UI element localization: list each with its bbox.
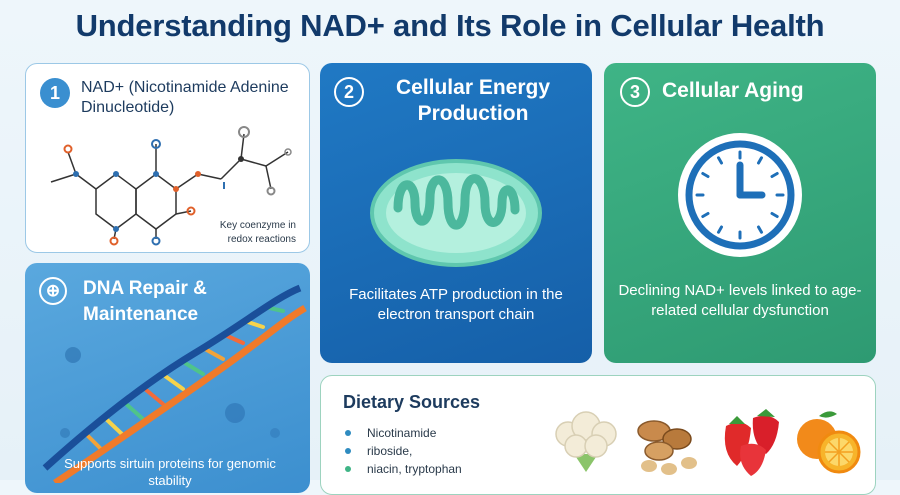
mitochondrion-icon bbox=[370, 159, 542, 267]
card-description: Key coenzyme in redox reactions bbox=[219, 220, 296, 245]
page-title: Understanding NAD+ and Its Role in Cellu… bbox=[75, 8, 825, 43]
card-aging: 3 Cellular Aging Declining NAD+ levels l… bbox=[604, 63, 876, 363]
card-diet: Dietary Sources Nicotinamide riboside, n… bbox=[320, 375, 876, 495]
card-heading: DNA Repair & Maintenance bbox=[83, 276, 263, 328]
nuts-icon bbox=[637, 420, 697, 475]
card-dna: ⊕ DNA Repair & Maintenance Supports sirt… bbox=[25, 263, 310, 493]
dna-helix-icon bbox=[42, 284, 307, 483]
card-number: 2 bbox=[334, 77, 364, 107]
list-item: riboside, bbox=[345, 442, 462, 460]
card-nad: 1 NAD+ (Nicotinamide Adenine Dinucleotid… bbox=[25, 63, 310, 253]
card-description: Supports sirtuin proteins for genomic st… bbox=[64, 456, 276, 488]
card-heading: Cellular Energy Production bbox=[395, 76, 551, 125]
card-description: Declining NAD+ levels linked to age-rela… bbox=[618, 282, 862, 319]
strawberries-icon bbox=[724, 409, 779, 476]
oranges-icon bbox=[797, 411, 861, 474]
cauliflower-icon bbox=[555, 411, 617, 472]
card-description: Facilitates ATP production in the electr… bbox=[349, 286, 563, 323]
card-energy: 2 Cellular Energy Production Facilitates… bbox=[320, 63, 592, 363]
clock-icon bbox=[678, 133, 802, 257]
diet-list: Nicotinamide riboside, niacin, tryptopha… bbox=[345, 424, 462, 478]
card-number: 3 bbox=[620, 77, 650, 107]
card-heading: Dietary Sources bbox=[343, 392, 481, 412]
card-heading: NAD+ (Nicotinamide Adenine Dinucleotide) bbox=[81, 79, 289, 116]
card-number: 1 bbox=[40, 78, 70, 108]
card-icon-target: ⊕ bbox=[39, 277, 67, 305]
card-heading-text: DNA Repair & Maintenance bbox=[83, 278, 207, 325]
list-item: niacin, tryptophan bbox=[345, 460, 462, 478]
list-item: Nicotinamide bbox=[345, 424, 462, 442]
card-heading: Cellular Aging bbox=[662, 79, 804, 102]
molecule-icon bbox=[50, 126, 292, 246]
